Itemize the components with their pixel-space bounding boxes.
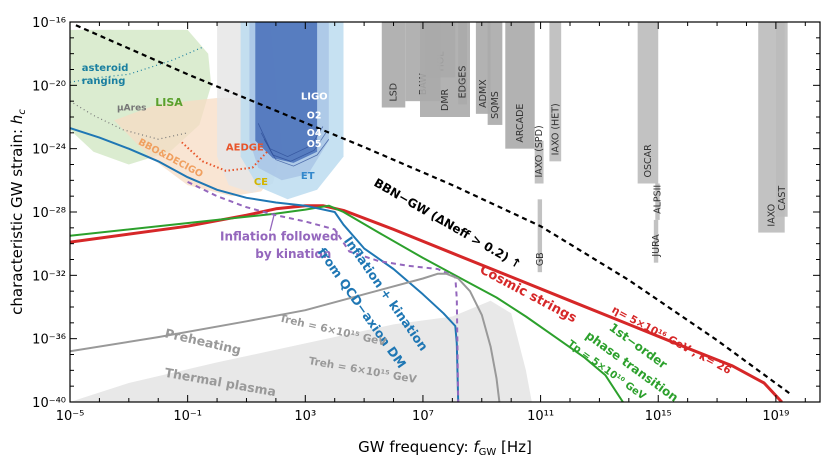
y-tick-label: 10⁻²⁴	[32, 143, 66, 158]
label-preheating: Preheating	[163, 325, 242, 357]
y-tick-label: 10⁻²⁸	[32, 206, 66, 221]
detector-jura	[653, 219, 659, 263]
ligo-run-curve	[257, 123, 324, 158]
series-cosmic-strings	[70, 204, 783, 402]
detector-label-sqms: SQMS	[490, 91, 501, 119]
detector-iaxo-spd	[534, 140, 544, 184]
detector-alpsii	[655, 183, 660, 220]
region-ligo	[255, 22, 318, 163]
detector-label-dmr: DMR	[440, 88, 451, 111]
detector-admx	[475, 22, 491, 114]
axis-ticks	[69, 21, 820, 403]
series-inflation-kination-from-qcd-axion-dm	[70, 127, 460, 402]
series-bbn-gw-n-eff-0-2	[75, 24, 792, 395]
aedge-outline	[181, 141, 268, 172]
detector-label-lsd: LSD	[389, 83, 400, 102]
detector-cast	[775, 22, 788, 217]
y-tick-label: 10⁻¹⁶	[32, 16, 66, 31]
x-tick-label: 10³	[294, 409, 316, 424]
label-inflation-kination-1: Inflation followed	[220, 230, 339, 244]
y-tick-label: 10⁻³²	[32, 269, 66, 284]
label-inflation-kination-2: by kination	[255, 247, 331, 261]
axis-tick-labels: 10⁻⁵ 10⁻¹ 10³ 10⁷ 10¹¹ 10¹⁵ 10¹⁹ 10⁻⁴⁰ 10⁻³⁶ 10⁻³…	[32, 16, 789, 424]
asteroid-ranging-outline	[70, 46, 203, 83]
detector-label-oscar: OSCAR	[643, 144, 654, 178]
detector-label-iaxo-spd: IAXO (SPD)	[534, 125, 545, 177]
label-o2: O2	[307, 111, 322, 122]
y-tick-label: 10⁻³⁶	[32, 333, 66, 348]
x-tick-label: 10⁻⁵	[56, 409, 85, 424]
signal-curves	[70, 24, 792, 402]
label-ligo: LIGO	[301, 92, 328, 103]
x-tick-label: 10¹¹	[527, 409, 554, 424]
y-tick-label: 10⁻²⁰	[32, 79, 66, 94]
series-preheating	[70, 272, 501, 402]
label-ce: CE	[254, 177, 268, 188]
label-et: ET	[301, 171, 315, 182]
x-tick-label: 10⁷	[412, 409, 434, 424]
inflation-kination-arrow	[269, 213, 276, 232]
muares-outline	[70, 100, 188, 140]
y-tick-label: 10⁻⁴⁰	[32, 396, 66, 411]
detector-label-iaxo: IAXO	[766, 204, 777, 227]
label-bbn-gw: BBN−GW (ΔNeff > 0.2) ↑	[371, 176, 523, 272]
detector-bars: LSDHOLBAWDMREDGESADMXSQMSARCADEIAXO (HET…	[381, 22, 788, 273]
detector-arcade	[505, 22, 535, 149]
series-1st-order-phase-transition	[70, 204, 624, 402]
label-aedge: AEDGE	[226, 142, 264, 153]
detector-label-admx: ADMX	[478, 79, 489, 108]
x-axis-title: GW frequency: fGW [Hz]	[358, 438, 532, 458]
detector-label-edges: EDGES	[458, 66, 469, 99]
x-tick-label: 10⁻¹	[173, 409, 202, 424]
detector-lsd	[381, 22, 406, 108]
label-lisa: LISA	[155, 96, 183, 109]
plot-area: LSDHOLBAWDMREDGESADMXSQMSARCADEIAXO (HET…	[70, 22, 792, 402]
detector-sqms	[487, 22, 503, 125]
label-asteroid-ranging-2: ranging	[82, 76, 126, 87]
ligo-run-curve	[263, 138, 330, 167]
label-asteroid-ranging: asteroid	[82, 63, 129, 74]
detector-label-gb: GB	[535, 252, 546, 266]
detector-label-jura: JURA	[651, 234, 662, 258]
y-axis-title: characteristic GW strain: hc	[8, 109, 28, 315]
sensitivity-regions	[70, 22, 532, 402]
detector-label-cast: CAST	[777, 186, 788, 211]
label-muares: μAres	[117, 104, 147, 114]
detector-edges	[458, 22, 468, 105]
detector-gb	[537, 199, 543, 273]
detector-label-iaxo-het: IAXO (HET)	[550, 103, 561, 155]
detector-label-arcade: ARCADE	[515, 104, 526, 143]
detector-iaxo-het	[549, 22, 562, 162]
x-tick-label: 10¹⁹	[762, 409, 789, 424]
label-o4: O4	[307, 128, 322, 139]
x-tick-label: 10¹⁵	[645, 409, 672, 424]
region-thermal-plasma	[70, 300, 532, 402]
label-o5: O5	[307, 139, 322, 150]
detector-label-alpsii: ALPSII	[653, 185, 664, 214]
detector-oscar	[637, 22, 659, 184]
